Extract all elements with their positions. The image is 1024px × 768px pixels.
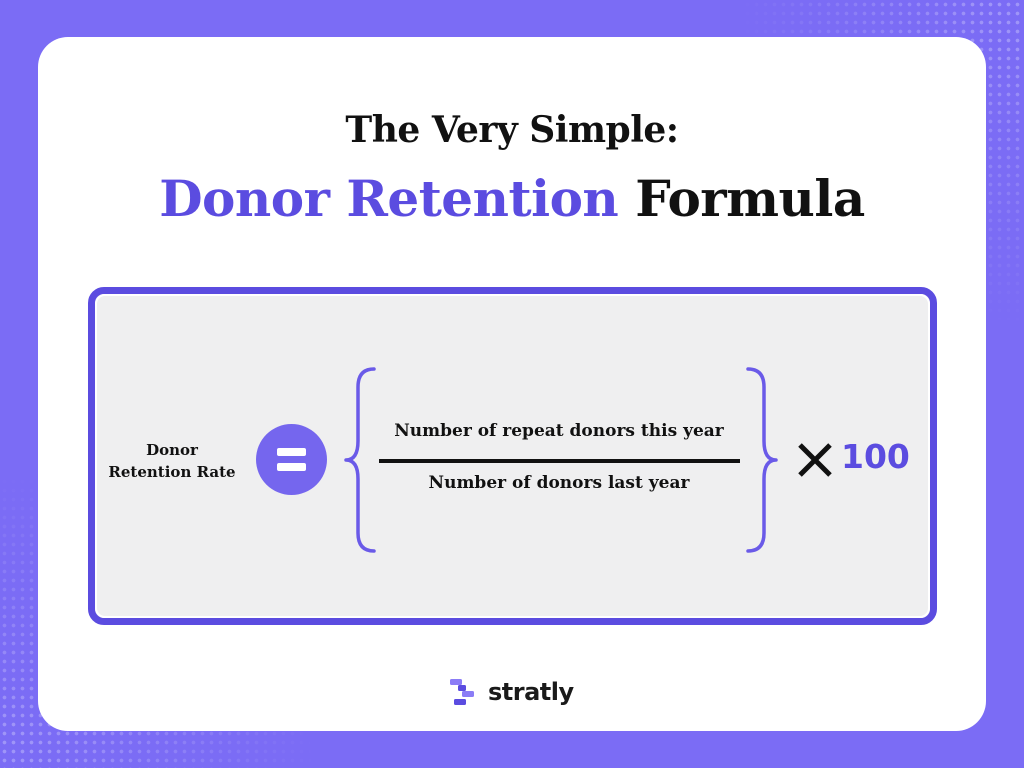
- fraction-denominator: Number of donors last year: [428, 473, 690, 493]
- equals-icon: [256, 424, 327, 495]
- title-accent-text: Donor Retention: [159, 169, 619, 228]
- right-brace-icon: [746, 367, 778, 553]
- title-rest-text: Formula: [635, 169, 865, 228]
- infographic-card: The Very Simple: Donor Retention Formula…: [38, 37, 986, 731]
- page-title: Donor Retention Formula: [38, 169, 986, 228]
- stratly-logo-icon: [450, 679, 474, 705]
- page-subtitle: The Very Simple:: [345, 109, 679, 151]
- times-icon: [798, 443, 832, 477]
- fraction-numerator: Number of repeat donors this year: [394, 421, 724, 441]
- multiplier-value: 100: [841, 437, 910, 476]
- result-label-line2: Retention Rate: [108, 463, 236, 481]
- left-brace-icon: [344, 367, 376, 553]
- formula-panel: [88, 287, 937, 625]
- brand-footer: stratly: [448, 675, 574, 709]
- fraction-divider: [379, 459, 740, 463]
- result-label-line1: Donor: [146, 441, 198, 459]
- brand-name: stratly: [488, 678, 574, 706]
- result-label: Donor Retention Rate: [102, 439, 242, 483]
